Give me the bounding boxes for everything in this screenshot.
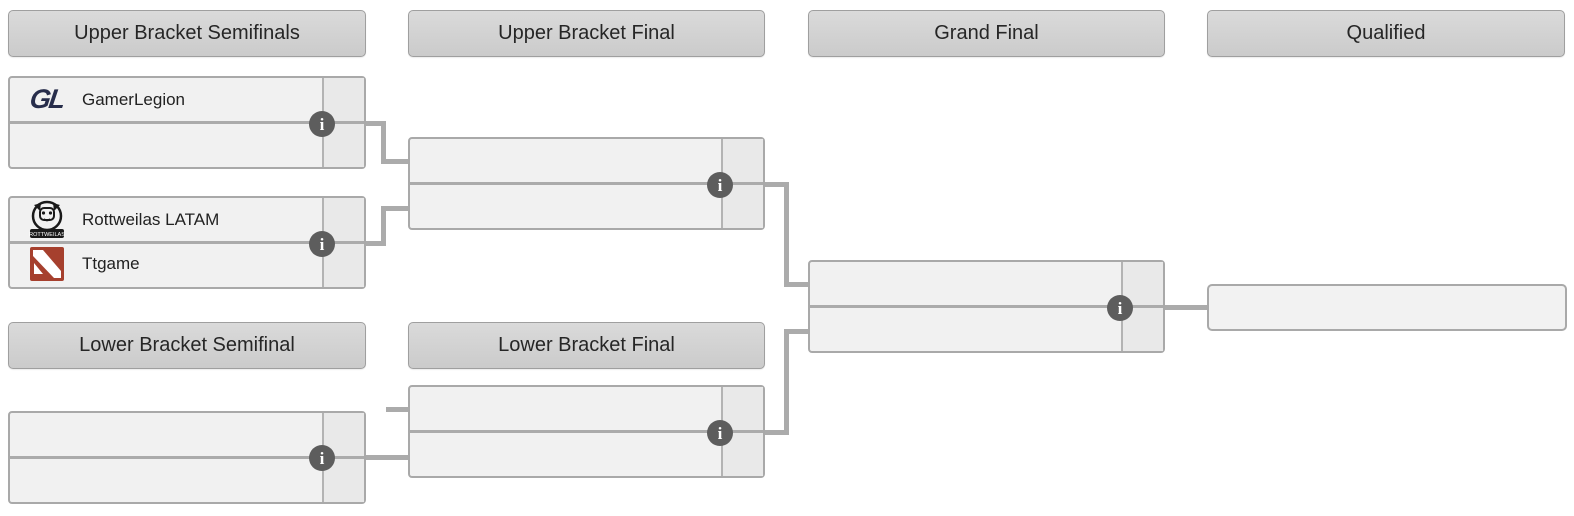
connector bbox=[784, 182, 789, 287]
team-slot bbox=[410, 430, 763, 473]
connector bbox=[360, 241, 385, 246]
qualified-slot bbox=[1207, 284, 1567, 331]
connector bbox=[760, 430, 789, 435]
match-info-icon[interactable]: i bbox=[1107, 295, 1133, 321]
match-info-icon[interactable]: i bbox=[707, 172, 733, 198]
connector bbox=[381, 206, 410, 211]
match-grand-final bbox=[808, 260, 1165, 353]
match-ub-semifinal-2: ROTTWEILAS Rottweilas LATAM Ttgame bbox=[8, 196, 366, 289]
connector bbox=[760, 182, 789, 187]
team-slot: GL GamerLegion bbox=[10, 78, 364, 121]
match-lb-semifinal bbox=[8, 411, 366, 504]
team-slot bbox=[810, 305, 1163, 348]
gamerlegion-logo: GL bbox=[28, 84, 66, 114]
connector bbox=[360, 121, 385, 126]
svg-text:ROTTWEILAS: ROTTWEILAS bbox=[29, 232, 65, 238]
connector bbox=[381, 159, 410, 164]
connector bbox=[784, 329, 789, 435]
team-slot bbox=[10, 121, 364, 164]
team-name: Rottweilas LATAM bbox=[82, 209, 220, 229]
header-upper-bracket-final: Upper Bracket Final bbox=[408, 10, 765, 57]
connector bbox=[381, 206, 386, 246]
match-info-icon[interactable]: i bbox=[309, 111, 335, 137]
team-slot: ROTTWEILAS Rottweilas LATAM bbox=[10, 198, 364, 241]
team-slot bbox=[10, 456, 364, 499]
match-ub-final bbox=[408, 137, 765, 230]
match-info-icon[interactable]: i bbox=[707, 420, 733, 446]
connector bbox=[1160, 305, 1209, 310]
team-name: Ttgame bbox=[82, 254, 140, 273]
dota2-logo bbox=[24, 243, 70, 285]
team-name: GamerLegion bbox=[82, 89, 186, 109]
connector bbox=[381, 121, 386, 163]
rottweilas-logo: ROTTWEILAS bbox=[24, 199, 70, 241]
connector bbox=[360, 455, 410, 460]
team-slot bbox=[410, 182, 763, 225]
team-slot: Ttgame bbox=[10, 241, 364, 284]
connector-drop-stub bbox=[386, 407, 410, 412]
match-info-icon[interactable]: i bbox=[309, 231, 335, 257]
header-lower-bracket-final: Lower Bracket Final bbox=[408, 322, 765, 369]
header-upper-bracket-semifinals: Upper Bracket Semifinals bbox=[8, 10, 366, 57]
header-grand-final: Grand Final bbox=[808, 10, 1165, 57]
connector bbox=[784, 282, 812, 287]
connector bbox=[784, 329, 812, 334]
match-ub-semifinal-1: GL GamerLegion bbox=[8, 76, 366, 169]
header-qualified: Qualified bbox=[1207, 10, 1565, 57]
match-lb-final bbox=[408, 385, 765, 478]
header-lower-bracket-semifinal: Lower Bracket Semifinal bbox=[8, 322, 366, 369]
match-info-icon[interactable]: i bbox=[309, 445, 335, 471]
